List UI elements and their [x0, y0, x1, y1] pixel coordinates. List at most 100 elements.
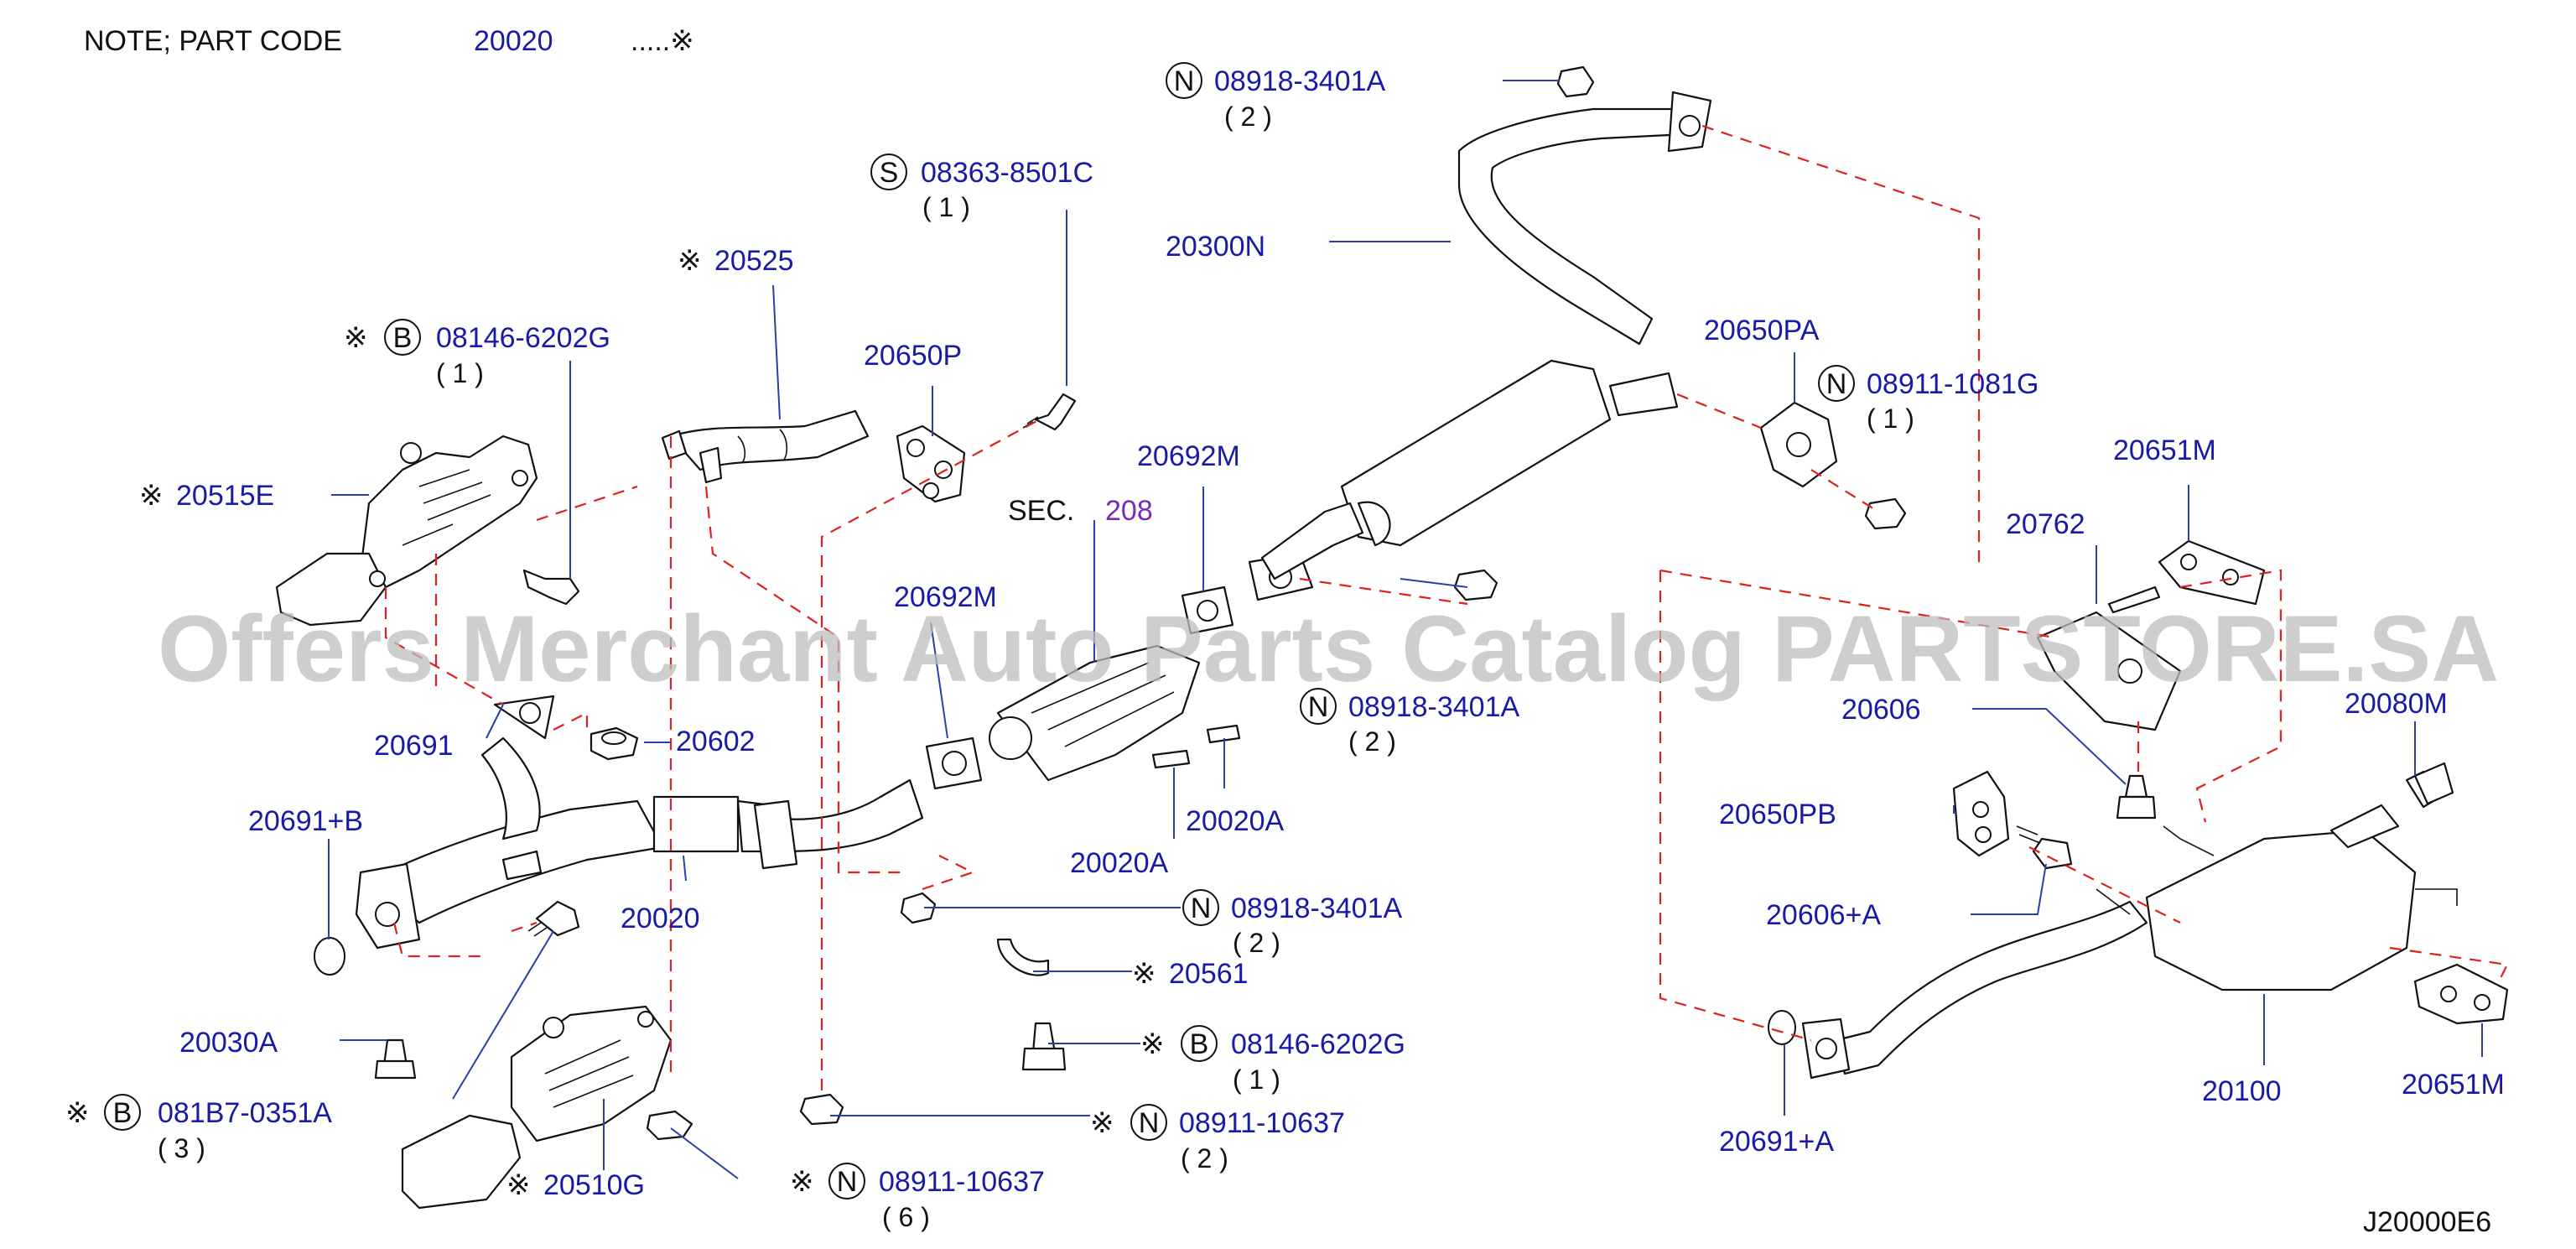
part-label-20691[interactable]: 20691 [374, 730, 454, 762]
callout-part-number[interactable]: 08146-6202G [1231, 1028, 1405, 1060]
callout-c9[interactable]: ※ B 081B7-0351A ( 3 ) [65, 1094, 332, 1163]
bracket-20762-drawing [2036, 585, 2182, 731]
callout-c10[interactable]: ※ N 08911-10637 ( 6 ) [790, 1163, 1045, 1232]
part-label-20030A[interactable]: 20030A [179, 1027, 278, 1059]
part-label-20525[interactable]: 20525 [714, 245, 794, 277]
bolt-08146-lower-drawing [1021, 1022, 1067, 1071]
part-label-20650P[interactable]: 20650P [864, 340, 962, 372]
gasket-20691A-drawing [1768, 1010, 1796, 1045]
letter-badge [1818, 365, 1855, 402]
part-drawings [275, 65, 2509, 1210]
part-label-20020[interactable]: 20020 [621, 903, 700, 934]
gasket-20691-drawing [493, 695, 555, 740]
nut-08911-lower-drawing [646, 1110, 693, 1141]
note-mark: ※ [1140, 1028, 1165, 1060]
letter-badge [828, 1163, 865, 1200]
letter-badge [104, 1094, 141, 1131]
manifold-20510G-drawing [401, 1005, 673, 1210]
rubber-hanger-20650P-drawing [896, 424, 966, 503]
part-label-20080M[interactable]: 20080M [2345, 688, 2448, 720]
alignment-lines [384, 124, 2509, 1090]
letter-badge [870, 154, 907, 190]
leader-lines [328, 80, 2483, 1179]
callout-part-number[interactable]: 08918-3401A [1231, 893, 1403, 924]
front-pipe-20020-drawing [355, 736, 924, 950]
nut-08911-1081G-drawing [1864, 497, 1907, 530]
part-label-20300N[interactable]: 20300N [1166, 231, 1265, 263]
part-label-20692M-lower[interactable]: 20692M [894, 581, 997, 613]
tailpipe-tip-20080M-drawing [2405, 762, 2454, 809]
part-label-20020A-right[interactable]: 20020A [1186, 805, 1285, 837]
callout-part-number[interactable]: 081B7-0351A [158, 1097, 332, 1129]
callout-quantity: ( 2 ) [1348, 726, 1396, 757]
callout-part-number[interactable]: 08146-6202G [436, 322, 610, 354]
section-number[interactable]: 208 [1105, 495, 1153, 527]
note-mark: ※ [506, 1169, 531, 1201]
part-label-20100[interactable]: 20100 [2202, 1075, 2282, 1107]
callout-c2[interactable]: S 08363-8501C ( 1 ) [870, 154, 1093, 222]
callout-c7[interactable]: ※ B 08146-6202G ( 1 ) [1140, 1025, 1405, 1095]
part-label-20692M-upper[interactable]: 20692M [1137, 440, 1240, 472]
part-label-20651M-upper[interactable]: 20651M [2113, 435, 2216, 466]
callout-part-number[interactable]: 08911-10637 [1179, 1107, 1345, 1139]
callout-quantity: ( 1 ) [922, 192, 970, 222]
center-muffler-20300N-drawing [1260, 91, 1712, 580]
part-label-20510G[interactable]: 20510G [543, 1169, 645, 1201]
section-reference: SEC. 208 [1008, 495, 1153, 527]
callout-letter: S [880, 157, 899, 189]
callout-c5[interactable]: N 08918-3401A ( 2 ) [1300, 688, 1520, 757]
part-label-20561[interactable]: 20561 [1169, 958, 1249, 990]
front-tube-20525-drawing [661, 409, 870, 484]
callout-c1[interactable]: N 08918-3401A ( 2 ) [1166, 62, 1386, 132]
bolt-081B7-drawing [527, 900, 580, 937]
note-mark: ※ [1132, 958, 1156, 990]
callout-c4[interactable]: N 08911-1081G ( 1 ) [1818, 365, 2038, 434]
callout-quantity: ( 6 ) [882, 1202, 930, 1232]
callout-quantity: ( 2 ) [1233, 928, 1280, 958]
note-mark: ※ [344, 322, 368, 354]
note-suffix: .....※ [631, 25, 694, 57]
callout-letter: B [393, 322, 413, 354]
bolt-20030A-drawing [374, 1038, 417, 1080]
callout-letter: N [1308, 691, 1329, 723]
part-label-20606[interactable]: 20606 [1841, 694, 1921, 726]
part-labels: ※ 20525 20650P 20300N 20650PA ※ 20515E 2… [139, 231, 2505, 1201]
note-part-code: 20020 [474, 25, 553, 57]
note-mark: ※ [790, 1166, 814, 1198]
part-label-20651M-lower[interactable]: 20651M [2402, 1069, 2505, 1101]
part-label-20602[interactable]: 20602 [676, 726, 756, 757]
callout-letter: N [1191, 893, 1212, 924]
part-label-20691A[interactable]: 20691+A [1719, 1126, 1834, 1158]
letter-badge [1166, 62, 1202, 99]
callout-part-number[interactable]: 08911-1081G [1867, 368, 2038, 400]
part-label-20650PA[interactable]: 20650PA [1704, 315, 1820, 346]
callout-c3[interactable]: ※ B 08146-6202G ( 1 ) [344, 319, 610, 388]
part-label-20020A-left[interactable]: 20020A [1070, 847, 1169, 879]
gasket-20692M-left-drawing [925, 736, 983, 790]
part-label-20762[interactable]: 20762 [2006, 508, 2085, 540]
section-label: SEC. [1008, 495, 1074, 527]
callout-quantity: ( 1 ) [1233, 1064, 1280, 1095]
callout-quantity: ( 1 ) [1867, 403, 1914, 434]
part-label-20515E[interactable]: 20515E [176, 480, 274, 512]
callout-letter: N [1174, 65, 1195, 97]
part-label-20606A[interactable]: 20606+A [1766, 899, 1881, 931]
callout-part-number[interactable]: 08911-10637 [879, 1166, 1045, 1198]
callout-c6[interactable]: N 08918-3401A ( 2 ) [1182, 889, 1403, 958]
callout-letter: B [113, 1097, 132, 1129]
diagram-code: J20000E6 [2363, 1206, 2491, 1238]
callout-c8[interactable]: ※ N 08911-10637 ( 2 ) [1090, 1104, 1345, 1174]
callout-part-number[interactable]: 08918-3401A [1348, 691, 1520, 723]
note-mark: ※ [1090, 1107, 1114, 1139]
bolt-08146-upper-drawing [522, 569, 580, 606]
callout-part-number[interactable]: 08918-3401A [1214, 65, 1386, 97]
part-label-20650PB[interactable]: 20650PB [1719, 799, 1836, 830]
letter-badge [1300, 688, 1337, 725]
callout-part-number[interactable]: 08363-8501C [921, 157, 1093, 189]
rubber-20651M-upper-drawing [2158, 539, 2266, 606]
note-mark: ※ [139, 480, 164, 512]
nut-08918-lower-drawing [900, 892, 937, 924]
part-label-20691B[interactable]: 20691+B [248, 805, 363, 837]
